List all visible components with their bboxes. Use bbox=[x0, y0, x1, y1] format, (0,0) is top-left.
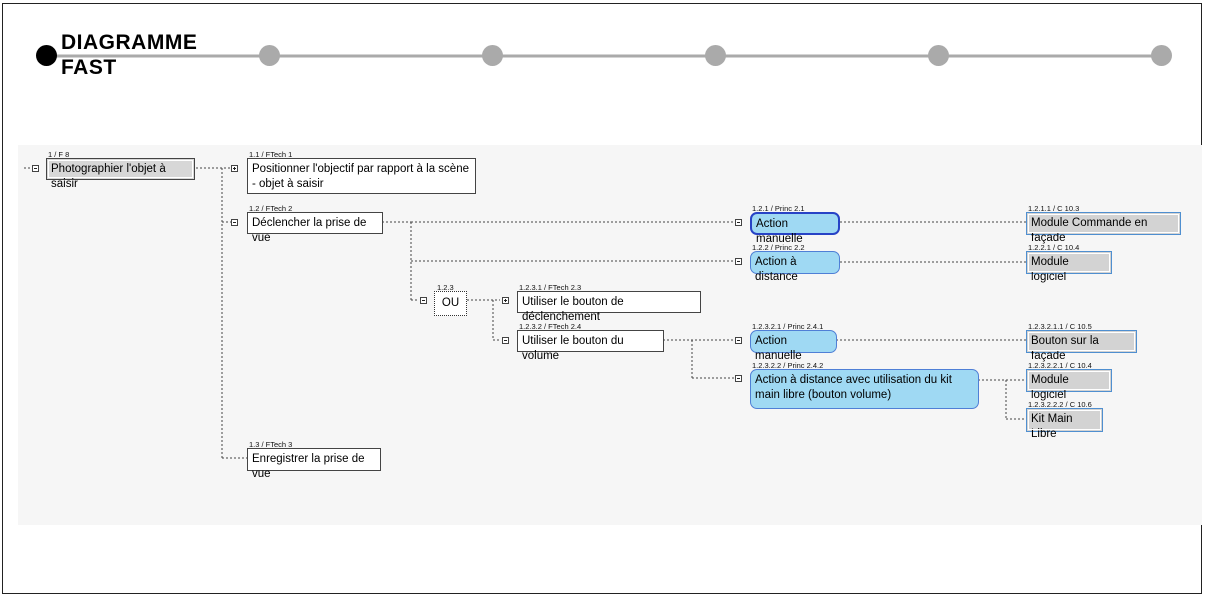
component-handsfree-kit[interactable]: Kit Main Libre bbox=[1026, 408, 1103, 440]
title-line-2: FAST bbox=[61, 56, 117, 79]
function-save-shot[interactable]: Enregistrer la prise de vue bbox=[247, 448, 381, 480]
component-front-command-module[interactable]: Module Commande en façade bbox=[1026, 212, 1181, 244]
node-id-f1232: 1.2.3.2 / FTech 2.4 bbox=[519, 322, 582, 331]
solution-manual-action[interactable]: Action manuelle bbox=[750, 212, 840, 245]
function-position-objective[interactable]: Positionner l'objectif par rapport à la … bbox=[247, 158, 476, 194]
function-root[interactable]: Photographier l'objet à saisir bbox=[46, 158, 195, 190]
node-id-c1211: 1.2.1.1 / C 10.3 bbox=[1028, 204, 1080, 213]
expand-toggle-f11[interactable] bbox=[231, 165, 238, 172]
or-operator[interactable]: OU bbox=[434, 291, 467, 316]
function-use-volume-button[interactable]: Utiliser le bouton du volume bbox=[517, 330, 664, 362]
node-id-s122: 1.2.2 / Princ 2.2 bbox=[752, 243, 805, 252]
node-id-c123221: 1.2.3.2.2.1 / C 10.4 bbox=[1028, 361, 1092, 370]
title-line-1: DIAGRAMME bbox=[61, 31, 198, 54]
component-software-module[interactable]: Module logiciel bbox=[1026, 251, 1112, 283]
node-id-s12321: 1.2.3.2.1 / Princ 2.4.1 bbox=[752, 322, 824, 331]
timeline-step-3-dot bbox=[482, 45, 503, 66]
node-id-s12322: 1.2.3.2.2 / Princ 2.4.2 bbox=[752, 361, 824, 370]
function-trigger-shot[interactable]: Déclencher la prise de vue bbox=[247, 212, 383, 244]
function-use-shutter-button[interactable]: Utiliser le bouton de déclenchement bbox=[517, 291, 701, 323]
node-id-root: 1 / F 8 bbox=[48, 150, 70, 159]
solution-manual-action-volume[interactable]: Action manuelle bbox=[750, 330, 837, 362]
node-id-c123211: 1.2.3.2.1.1 / C 10.5 bbox=[1028, 322, 1092, 331]
node-id-f11: 1.1 / FTech 1 bbox=[249, 150, 293, 159]
collapse-toggle-f12[interactable] bbox=[231, 219, 238, 226]
timeline-step-1-dot bbox=[36, 45, 57, 66]
component-front-button[interactable]: Bouton sur la façade bbox=[1026, 330, 1137, 362]
collapse-toggle-s12321[interactable] bbox=[735, 337, 742, 344]
collapse-toggle-f1232[interactable] bbox=[502, 337, 509, 344]
collapse-toggle-s12322[interactable] bbox=[735, 375, 742, 382]
collapse-toggle-s121[interactable] bbox=[735, 219, 742, 226]
timeline-step-5-dot bbox=[928, 45, 949, 66]
node-id-c123222: 1.2.3.2.2.2 / C 10.6 bbox=[1028, 400, 1092, 409]
node-id-c1221: 1.2.2.1 / C 10.4 bbox=[1028, 243, 1080, 252]
solution-remote-action[interactable]: Action à distance bbox=[750, 251, 840, 283]
timeline-step-4-dot bbox=[705, 45, 726, 66]
collapse-toggle-root[interactable] bbox=[32, 165, 39, 172]
node-id-f12: 1.2 / FTech 2 bbox=[249, 204, 293, 213]
node-id-f1231: 1.2.3.1 / FTech 2.3 bbox=[519, 283, 582, 292]
timeline-step-6-dot bbox=[1151, 45, 1172, 66]
timeline-step-2-dot bbox=[259, 45, 280, 66]
page-title: DIAGRAMME FAST bbox=[61, 30, 197, 80]
component-software-module-2[interactable]: Module logiciel bbox=[1026, 369, 1112, 401]
solution-remote-action-handsfree[interactable]: Action à distance avec utilisation du ki… bbox=[750, 369, 979, 409]
node-id-f13: 1.3 / FTech 3 bbox=[249, 440, 293, 449]
node-id-s121: 1.2.1 / Princ 2.1 bbox=[752, 204, 805, 213]
expand-toggle-f1231[interactable] bbox=[502, 297, 509, 304]
collapse-toggle-s122[interactable] bbox=[735, 258, 742, 265]
collapse-toggle-or[interactable] bbox=[420, 297, 427, 304]
node-id-or: 1.2.3 bbox=[437, 283, 454, 292]
